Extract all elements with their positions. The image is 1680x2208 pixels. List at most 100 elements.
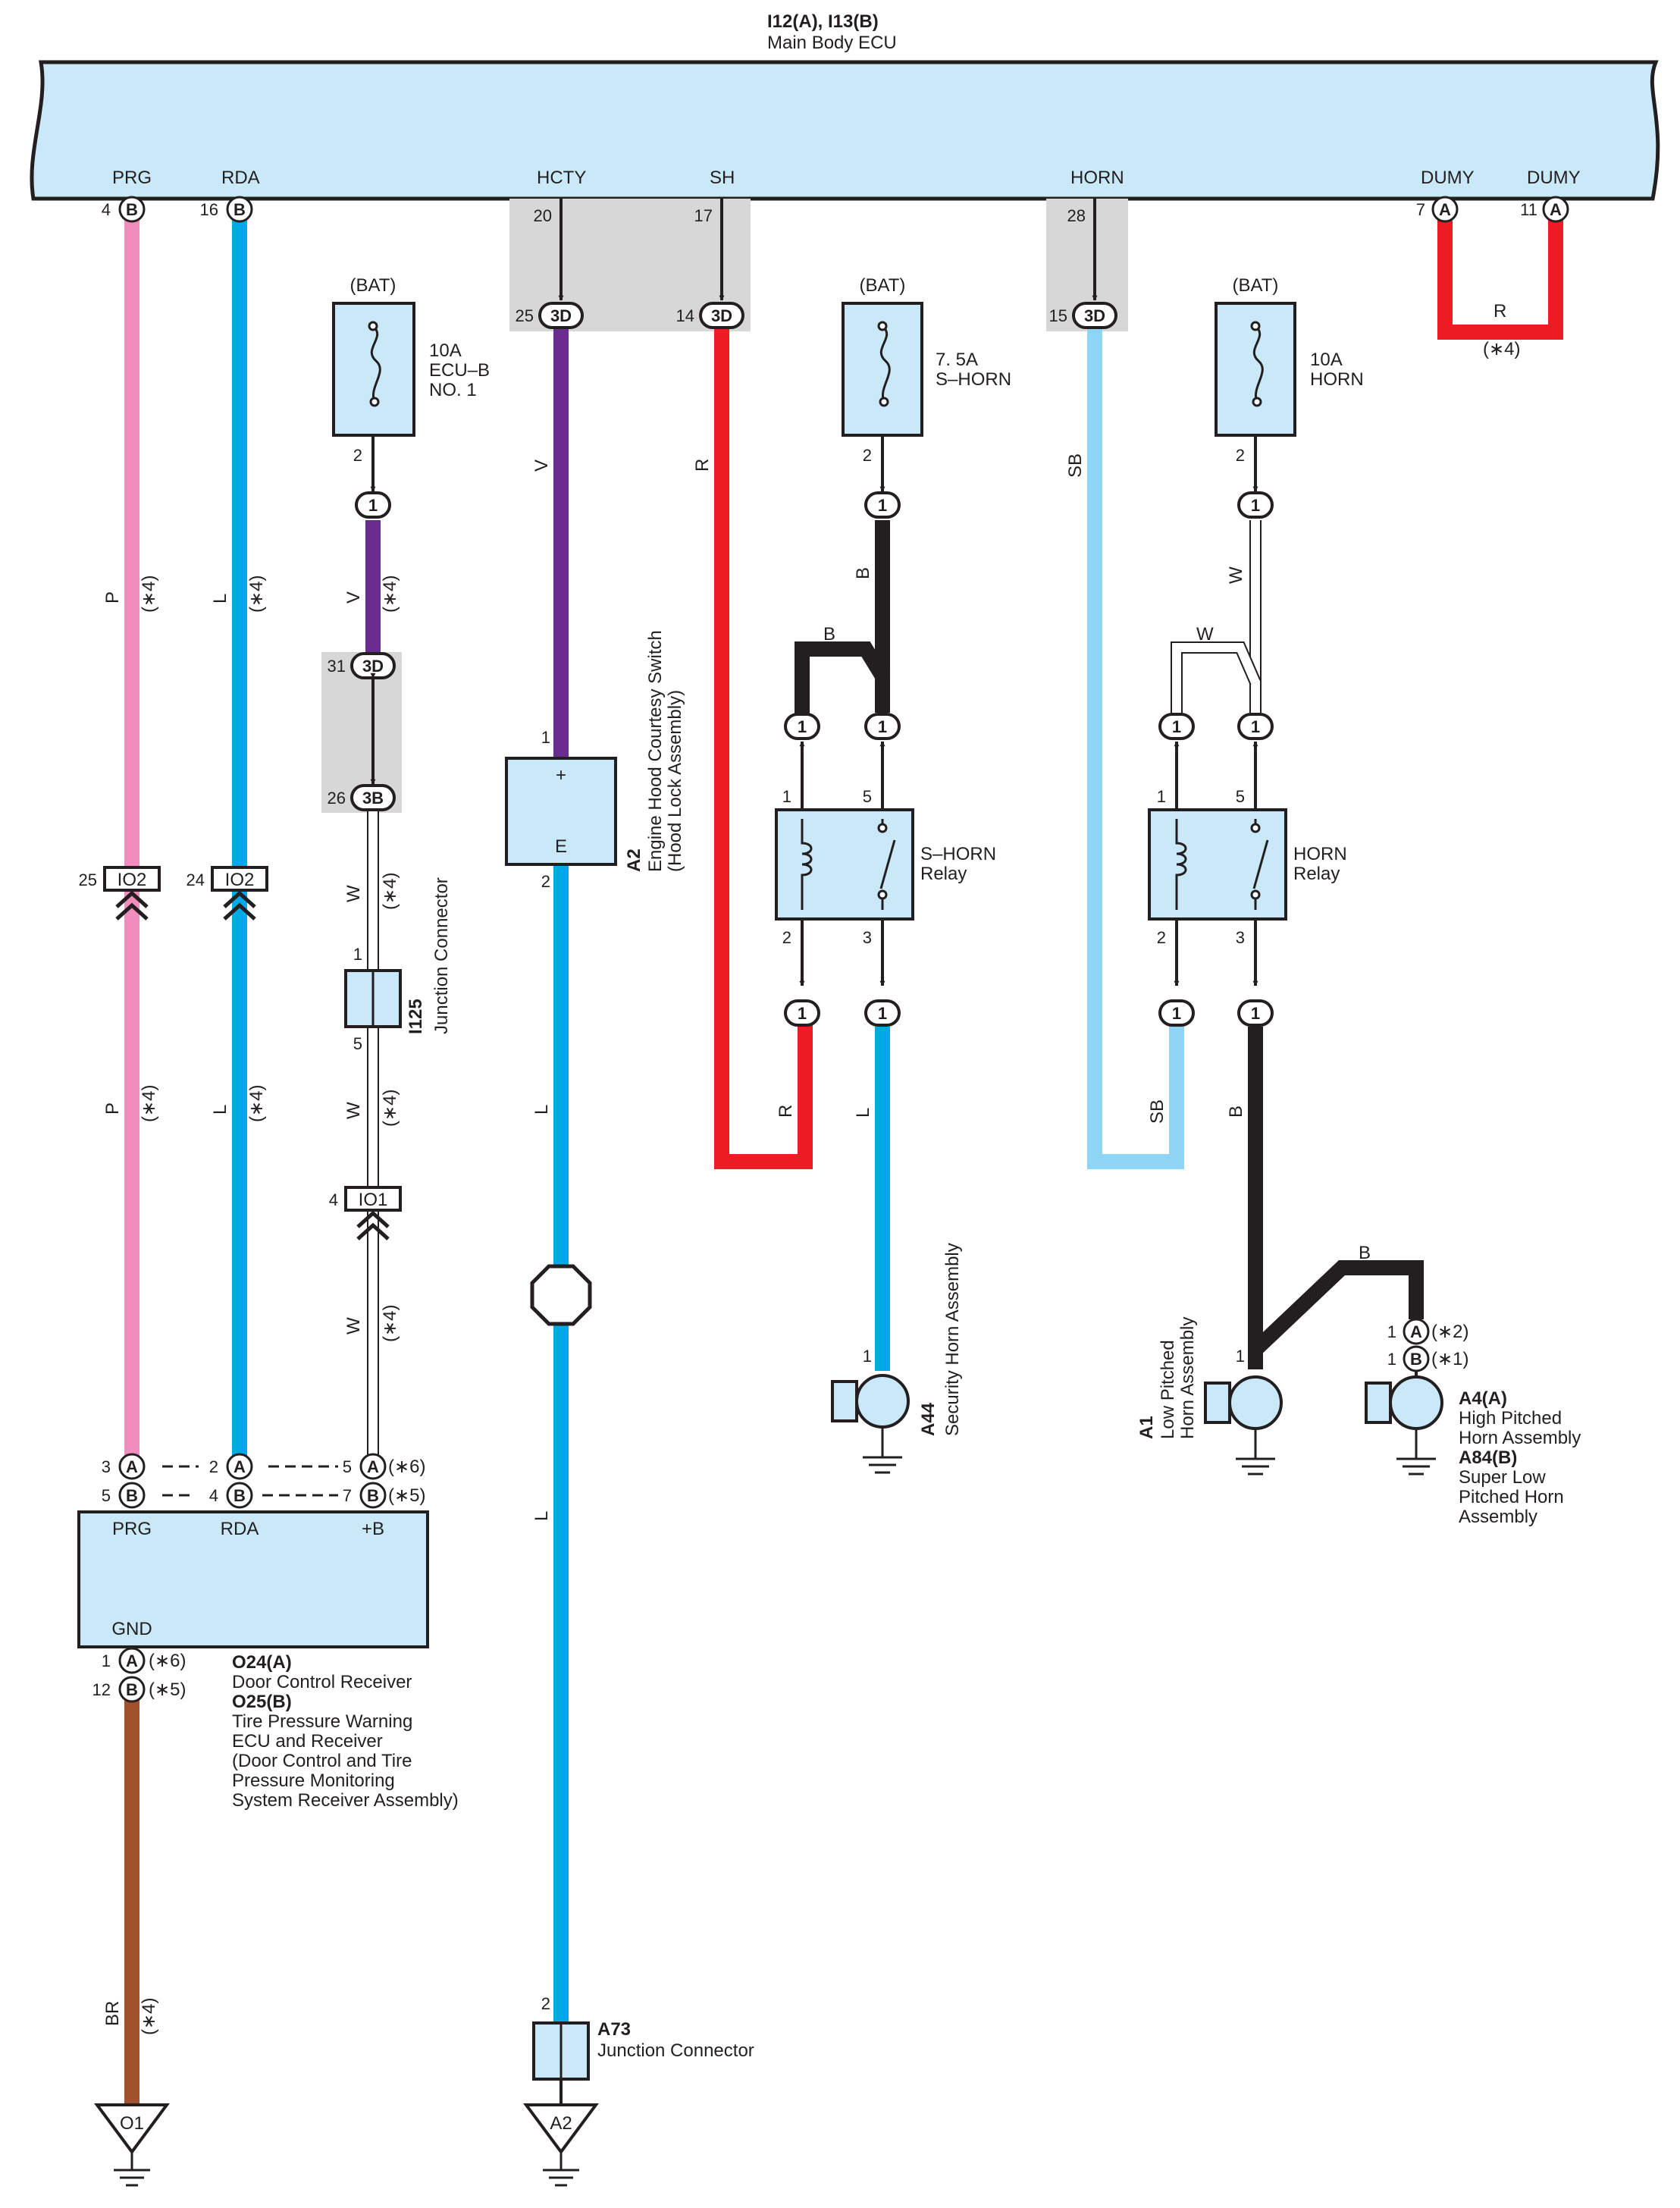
- svg-text:1: 1: [878, 1004, 887, 1023]
- svg-text:R: R: [692, 459, 713, 472]
- svg-text:(BAT): (BAT): [860, 275, 906, 296]
- svg-text:A: A: [1410, 1322, 1422, 1341]
- svg-text:High Pitched: High Pitched: [1459, 1408, 1562, 1429]
- svg-text:1: 1: [353, 945, 362, 964]
- svg-text:GND: GND: [111, 1619, 152, 1639]
- svg-text:3D: 3D: [711, 306, 732, 325]
- wire-w-horn-branch-inner: [1172, 643, 1260, 714]
- svg-text:(BAT): (BAT): [350, 275, 396, 296]
- svg-text:1: 1: [798, 717, 807, 736]
- io2-connector-prg: IO2 25: [79, 866, 161, 921]
- svg-text:A2: A2: [550, 2113, 572, 2134]
- svg-text:(∗4): (∗4): [380, 576, 400, 613]
- term-prg: PRG: [112, 168, 152, 188]
- svg-text:Door Control Receiver: Door Control Receiver: [232, 1672, 412, 1692]
- svg-text:W: W: [343, 885, 364, 902]
- svg-text:1: 1: [1387, 1322, 1396, 1341]
- svg-text:W: W: [343, 1102, 364, 1119]
- svg-text:A1: A1: [1136, 1416, 1157, 1439]
- svg-text:(∗4): (∗4): [139, 576, 159, 613]
- svg-text:System Receiver Assembly): System Receiver Assembly): [232, 1790, 459, 1811]
- term-rda: RDA: [221, 168, 260, 188]
- security-horn-assembly: 1 A44 Security Horn Assembly: [831, 1243, 963, 1474]
- svg-text:10A: 10A: [429, 340, 462, 361]
- svg-text:1: 1: [1251, 1004, 1260, 1023]
- svg-text:B: B: [126, 200, 138, 219]
- svg-text:1: 1: [368, 496, 378, 515]
- receiver-ground-pins: A 1 (∗6) B 12 (∗5): [92, 1647, 186, 1703]
- hcty-connector: 20 3D 25: [516, 199, 584, 329]
- wire-r-dumy: [1437, 220, 1563, 340]
- svg-text:1: 1: [1157, 787, 1166, 806]
- svg-text:2: 2: [863, 446, 872, 465]
- svg-text:1: 1: [1172, 1004, 1181, 1023]
- svg-text:1: 1: [1236, 1347, 1245, 1366]
- svg-text:Relay: Relay: [920, 864, 967, 884]
- svg-text:Engine Hood Courtesy Switch: Engine Hood Courtesy Switch: [645, 630, 666, 872]
- svg-text:1: 1: [863, 1347, 872, 1366]
- svg-text:PRG: PRG: [112, 1519, 152, 1539]
- svg-text:17: 17: [694, 206, 713, 225]
- svg-text:IO1: IO1: [359, 1190, 388, 1210]
- svg-text:RDA: RDA: [221, 1519, 259, 1539]
- svg-text:2: 2: [541, 1994, 550, 2013]
- term-sh: SH: [710, 168, 735, 188]
- svg-text:A84(B): A84(B): [1459, 1447, 1517, 1468]
- ecub-3d-3b: 3D 31 3B 26: [328, 652, 396, 811]
- svg-text:1: 1: [878, 717, 887, 736]
- svg-text:1: 1: [782, 787, 791, 806]
- ecu-pin-dumy-1: A 7: [1416, 196, 1459, 223]
- svg-text:A: A: [234, 1457, 246, 1476]
- svg-text:1: 1: [1251, 717, 1260, 736]
- svg-text:P: P: [102, 1102, 123, 1115]
- svg-text:R: R: [1494, 301, 1506, 321]
- svg-text:B: B: [367, 1486, 379, 1505]
- svg-text:5: 5: [1236, 787, 1245, 806]
- svg-text:(∗4): (∗4): [139, 1085, 159, 1122]
- svg-text:(∗4): (∗4): [380, 1090, 400, 1127]
- svg-text:4: 4: [329, 1190, 338, 1209]
- svg-text:20: 20: [534, 206, 552, 225]
- svg-text:31: 31: [328, 657, 346, 676]
- svg-text:Security Horn Assembly: Security Horn Assembly: [942, 1243, 963, 1436]
- svg-text:11: 11: [1520, 200, 1537, 219]
- horn-relay: 1 1 1 5 2 3 1 1 HORN Relay: [1148, 713, 1347, 1027]
- fuse-shorn: (BAT) 7. 5A S–HORN 2 1: [842, 275, 1011, 519]
- svg-text:ECU and Receiver: ECU and Receiver: [232, 1731, 383, 1752]
- svg-text:(Door Control and Tire: (Door Control and Tire: [232, 1751, 412, 1771]
- term-horn: HORN: [1070, 168, 1124, 188]
- svg-text:Horn Assembly: Horn Assembly: [1177, 1317, 1198, 1439]
- svg-text:Super Low: Super Low: [1459, 1467, 1546, 1488]
- wire-sb-horn: [1087, 329, 1184, 1169]
- term-dumy-1: DUMY: [1421, 168, 1475, 188]
- splice-octagon: [530, 1264, 592, 1326]
- svg-text:P: P: [102, 591, 123, 604]
- svg-text:I125: I125: [406, 999, 426, 1034]
- svg-text:Low Pitched: Low Pitched: [1158, 1340, 1178, 1439]
- svg-text:A: A: [1439, 200, 1451, 219]
- svg-text:(∗4): (∗4): [1483, 339, 1520, 359]
- svg-text:1: 1: [1172, 717, 1181, 736]
- svg-text:12: 12: [92, 1680, 111, 1699]
- wire-labels: P (∗4) L (∗4) P (∗4) L (∗4) V (∗4) W (∗4…: [102, 301, 1520, 2035]
- svg-text:(∗5): (∗5): [388, 1485, 425, 1506]
- svg-text:1: 1: [102, 1651, 111, 1670]
- svg-text:5: 5: [863, 787, 872, 806]
- svg-text:A: A: [1550, 200, 1562, 219]
- svg-text:1: 1: [1251, 496, 1260, 515]
- svg-text:L: L: [531, 1511, 552, 1521]
- i125-junction-connector: 1 5 I125 Junction Connector: [344, 877, 452, 1053]
- svg-text:A44: A44: [918, 1402, 939, 1436]
- svg-text:1: 1: [541, 728, 550, 747]
- svg-text:S–HORN: S–HORN: [920, 844, 996, 864]
- shorn-relay: 1 1 1 5 2 3 1 1 S–HORN Relay: [775, 713, 996, 1027]
- svg-text:7. 5A: 7. 5A: [936, 350, 978, 370]
- ground-o1: O1: [94, 2103, 170, 2187]
- svg-text:(∗4): (∗4): [380, 1305, 400, 1342]
- io2-connector-rda: IO2 24: [186, 866, 268, 921]
- svg-text:Relay: Relay: [1293, 864, 1340, 884]
- svg-text:(∗4): (∗4): [380, 873, 400, 910]
- svg-text:5: 5: [353, 1034, 362, 1053]
- svg-text:W: W: [1196, 624, 1214, 645]
- svg-text:A73: A73: [597, 2019, 631, 2040]
